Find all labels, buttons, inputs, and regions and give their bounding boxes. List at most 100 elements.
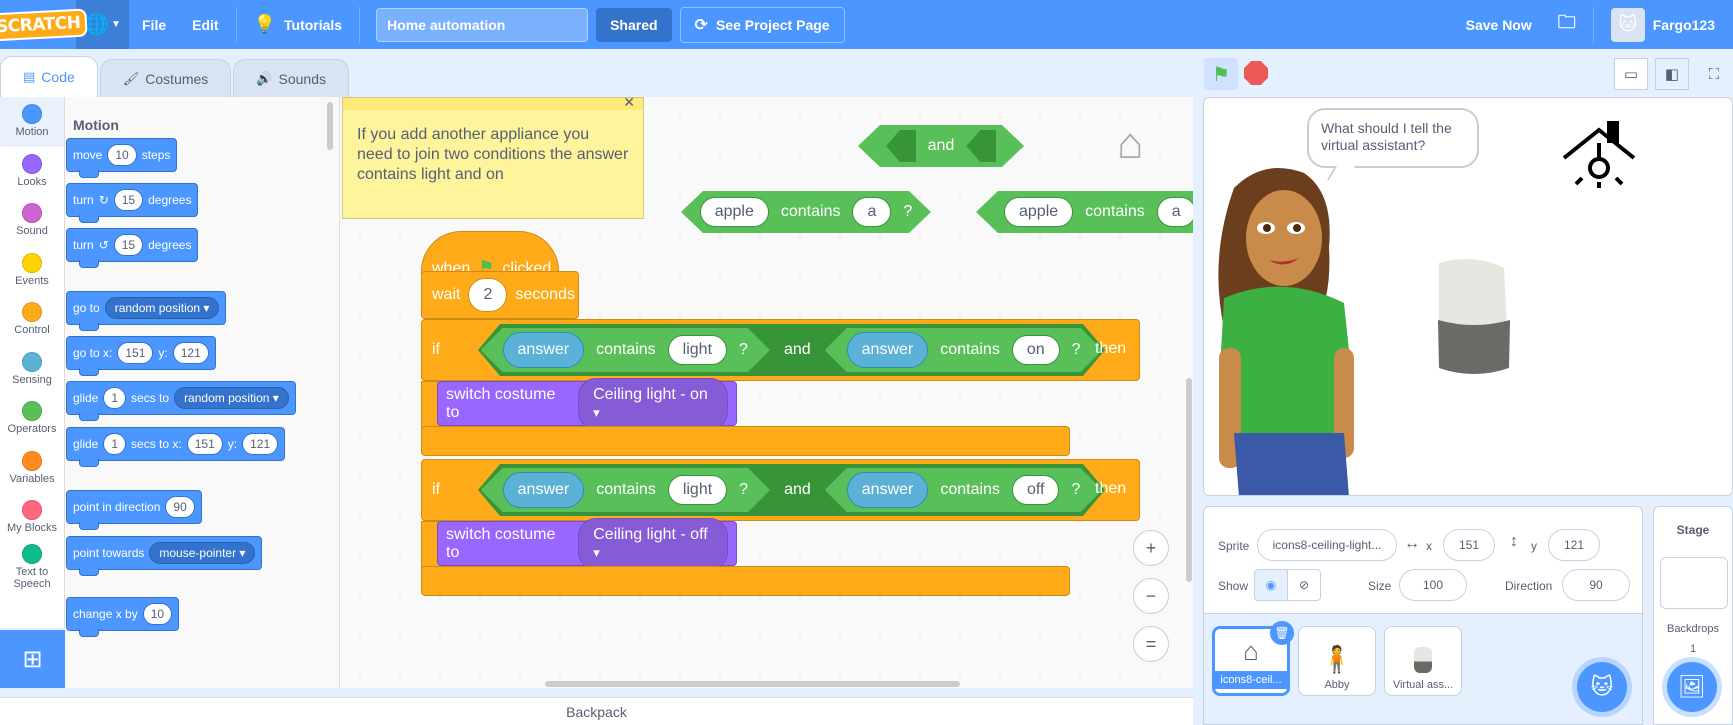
contains-operator-block[interactable]: answer contains off ? — [825, 468, 1103, 512]
close-icon[interactable]: ✕ — [623, 97, 635, 110]
backpack-header[interactable]: Backpack — [0, 697, 1193, 725]
x-input[interactable]: 151 — [117, 342, 154, 364]
contains-operator-block[interactable]: answer contains light ? — [481, 328, 770, 372]
costume-dropdown[interactable]: Ceiling light - on — [578, 377, 728, 430]
project-title-input[interactable] — [376, 7, 589, 42]
category-looks[interactable]: Looks — [0, 147, 64, 197]
category-control[interactable]: Control — [0, 295, 64, 345]
abby-sprite[interactable] — [1218, 168, 1354, 496]
switch-costume-block[interactable]: switch costume to Ceiling light - off — [437, 517, 737, 570]
full-screen-button[interactable]: ⛶ — [1697, 58, 1731, 90]
choose-backdrop-button[interactable]: 🖼 — [1667, 662, 1717, 712]
comment-header[interactable] — [343, 98, 643, 110]
sprite-thumbnail[interactable]: Virtual ass... — [1384, 626, 1462, 696]
degrees-input[interactable]: 15 — [113, 189, 144, 211]
category-motion[interactable]: Motion — [0, 97, 64, 147]
file-menu[interactable]: File — [142, 16, 167, 33]
contains-operator-block[interactable]: apple contains a ? — [681, 191, 931, 233]
category-sensing[interactable]: Sensing — [0, 345, 64, 395]
y-position-field[interactable]: 121 — [1548, 529, 1600, 561]
category-text-to-speech[interactable]: Text to Speech — [0, 543, 64, 593]
category-variables[interactable]: Variables — [0, 444, 64, 494]
workspace-horizontal-scrollbar[interactable] — [545, 681, 960, 687]
show-hidden-button[interactable]: ⊘ — [1287, 569, 1321, 601]
switch-costume-block[interactable]: switch costume to Ceiling light - on — [437, 377, 737, 430]
go-to-xy-block[interactable]: go to x: 151 y: 121 — [66, 336, 216, 376]
move-steps-block[interactable]: move 10 steps — [66, 138, 178, 178]
secs-input[interactable]: 1 — [103, 433, 127, 455]
text-input[interactable]: light — [668, 335, 727, 365]
empty-slot[interactable] — [966, 130, 996, 162]
turn-right-block[interactable]: turn ↻ 15 degrees — [66, 183, 199, 223]
large-stage-button[interactable]: ◧ — [1655, 58, 1689, 90]
comment-note[interactable]: ✕ If you add another appliance you need … — [342, 97, 644, 219]
category-operators[interactable]: Operators — [0, 394, 64, 444]
target-dropdown[interactable]: random position — [104, 297, 220, 319]
x-change-input[interactable]: 10 — [142, 603, 173, 625]
category-sound[interactable]: Sound — [0, 196, 64, 246]
secs-input[interactable]: 1 — [103, 387, 127, 409]
text-input[interactable]: a — [852, 197, 891, 227]
edit-menu[interactable]: Edit — [192, 16, 219, 33]
tab-costumes[interactable]: 🖌 Costumes — [99, 59, 232, 97]
size-field[interactable]: 100 — [1399, 569, 1467, 601]
x-input[interactable]: 151 — [186, 433, 223, 455]
point-in-direction-block[interactable]: point in direction 90 — [66, 490, 202, 530]
zoom-reset-button[interactable]: = — [1133, 626, 1169, 662]
tab-code[interactable]: ▤ Code — [0, 56, 98, 97]
point-towards-block[interactable]: point towards mouse-pointer — [66, 536, 263, 576]
target-dropdown[interactable]: random position — [174, 387, 289, 409]
see-project-page-button[interactable]: ⟳ See Project Page — [679, 6, 845, 43]
delete-sprite-button[interactable]: 🗑 — [1270, 621, 1294, 645]
text-input[interactable]: a — [1157, 197, 1193, 227]
costume-dropdown[interactable]: Ceiling light - off — [578, 517, 728, 570]
shared-button[interactable]: Shared — [596, 7, 672, 42]
palette-scrollbar[interactable] — [327, 102, 333, 150]
contains-operator-block[interactable]: answer contains on ? — [825, 328, 1103, 372]
virtual-assistant-sprite[interactable] — [1438, 259, 1510, 374]
add-extension-button[interactable]: ⊞ — [0, 630, 65, 688]
show-visible-button[interactable]: ◉ — [1254, 569, 1288, 601]
tab-sounds[interactable]: 🔊 Sounds — [233, 59, 349, 97]
small-stage-button[interactable]: ▭ — [1614, 58, 1648, 90]
my-stuff-folder-icon[interactable]: 🗀 — [1557, 11, 1576, 32]
sprite-name-field[interactable]: icons8-ceiling-light... — [1257, 529, 1397, 561]
answer-reporter[interactable]: answer — [847, 332, 929, 368]
and-operator-block[interactable]: answer contains light ? and answer conta… — [478, 464, 1105, 516]
answer-reporter[interactable]: answer — [503, 332, 585, 368]
text-input[interactable]: on — [1012, 335, 1060, 365]
text-input[interactable]: light — [668, 475, 727, 505]
glide-xy-block[interactable]: glide 1 secs to x: 151 y: 121 — [66, 427, 286, 467]
tutorials-button[interactable]: 💡 Tutorials — [241, 0, 356, 49]
text-input[interactable]: apple — [700, 197, 769, 227]
contains-operator-block[interactable]: answer contains light ? — [481, 468, 770, 512]
glide-block[interactable]: glide 1 secs to random position — [66, 381, 296, 421]
y-input[interactable]: 121 — [242, 433, 279, 455]
steps-input[interactable]: 10 — [107, 144, 137, 166]
direction-input[interactable]: 90 — [165, 496, 195, 518]
sprite-thumbnail[interactable]: 🧍 Abby — [1298, 626, 1376, 696]
script-workspace[interactable]: ✕ If you add another appliance you need … — [340, 97, 1193, 688]
ceiling-light-sprite[interactable] — [1562, 121, 1636, 188]
green-flag-button[interactable]: ⚑ — [1204, 58, 1238, 90]
choose-sprite-button[interactable]: 🐱 — [1577, 662, 1627, 712]
stage-canvas[interactable]: What should I tell the virtual assistant… — [1203, 97, 1733, 496]
zoom-in-button[interactable]: + — [1133, 530, 1169, 566]
stop-button[interactable] — [1244, 61, 1268, 85]
degrees-input[interactable]: 15 — [113, 234, 144, 256]
and-operator-block[interactable]: and — [858, 125, 1024, 167]
empty-slot[interactable] — [886, 130, 916, 162]
account-menu[interactable]: 🐱 Fargo123 — [1598, 0, 1733, 49]
wait-seconds-block[interactable]: wait 2 seconds — [421, 271, 579, 319]
go-to-block[interactable]: go to random position — [66, 291, 227, 331]
seconds-input[interactable]: 2 — [468, 278, 508, 312]
contains-operator-block[interactable]: apple contains a — [976, 191, 1193, 233]
direction-field[interactable]: 90 — [1562, 569, 1630, 601]
zoom-out-button[interactable]: − — [1133, 578, 1169, 614]
answer-reporter[interactable]: answer — [847, 472, 929, 508]
x-position-field[interactable]: 151 — [1443, 529, 1495, 561]
scratch-logo[interactable]: SCRATCH — [0, 0, 88, 49]
category-my-blocks[interactable]: My Blocks — [0, 493, 64, 543]
change-x-block[interactable]: change x by 10 — [66, 597, 180, 637]
stage-thumbnail[interactable] — [1660, 557, 1728, 609]
